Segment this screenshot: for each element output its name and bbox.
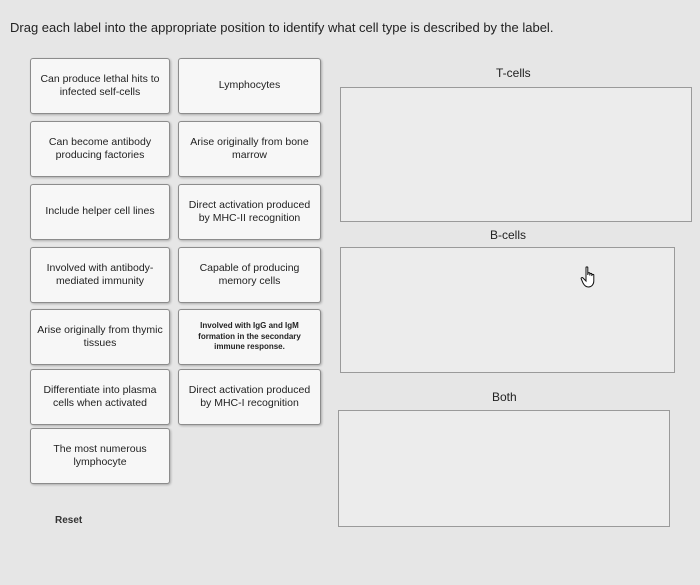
zone-title-bcells: B-cells: [490, 228, 527, 242]
label-lethal-hits[interactable]: Can produce lethal hits to infected self…: [30, 58, 170, 114]
label-igg-igm[interactable]: Involved with IgG and IgM formation in t…: [178, 309, 321, 365]
label-mhc-ii[interactable]: Direct activation produced by MHC-II rec…: [178, 184, 321, 240]
label-thymic-tissues[interactable]: Arise originally from thymic tissues: [30, 309, 170, 365]
hand-pointer-icon: [580, 266, 595, 288]
instruction-text: Drag each label into the appropriate pos…: [10, 20, 554, 35]
label-mhc-i[interactable]: Direct activation produced by MHC-I reco…: [178, 369, 321, 425]
reset-button[interactable]: Reset: [55, 515, 83, 526]
label-antibody-factories[interactable]: Can become antibody producing factories: [30, 121, 170, 177]
label-lymphocytes[interactable]: Lymphocytes: [178, 58, 321, 114]
zone-title-both: Both: [492, 390, 517, 404]
label-most-numerous[interactable]: The most numerous lymphocyte: [30, 428, 170, 484]
label-antibody-mediated[interactable]: Involved with antibody-mediated immunity: [30, 247, 170, 303]
label-plasma-cells[interactable]: Differentiate into plasma cells when act…: [30, 369, 170, 425]
zone-title-tcells: T-cells: [496, 66, 531, 80]
label-helper-cells[interactable]: Include helper cell lines: [30, 184, 170, 240]
drop-zone-bcells[interactable]: [340, 247, 675, 373]
drop-zone-both[interactable]: [338, 410, 670, 527]
label-bone-marrow[interactable]: Arise originally from bone marrow: [178, 121, 321, 177]
label-memory-cells[interactable]: Capable of producing memory cells: [178, 247, 321, 303]
drop-zone-tcells[interactable]: [340, 87, 692, 222]
